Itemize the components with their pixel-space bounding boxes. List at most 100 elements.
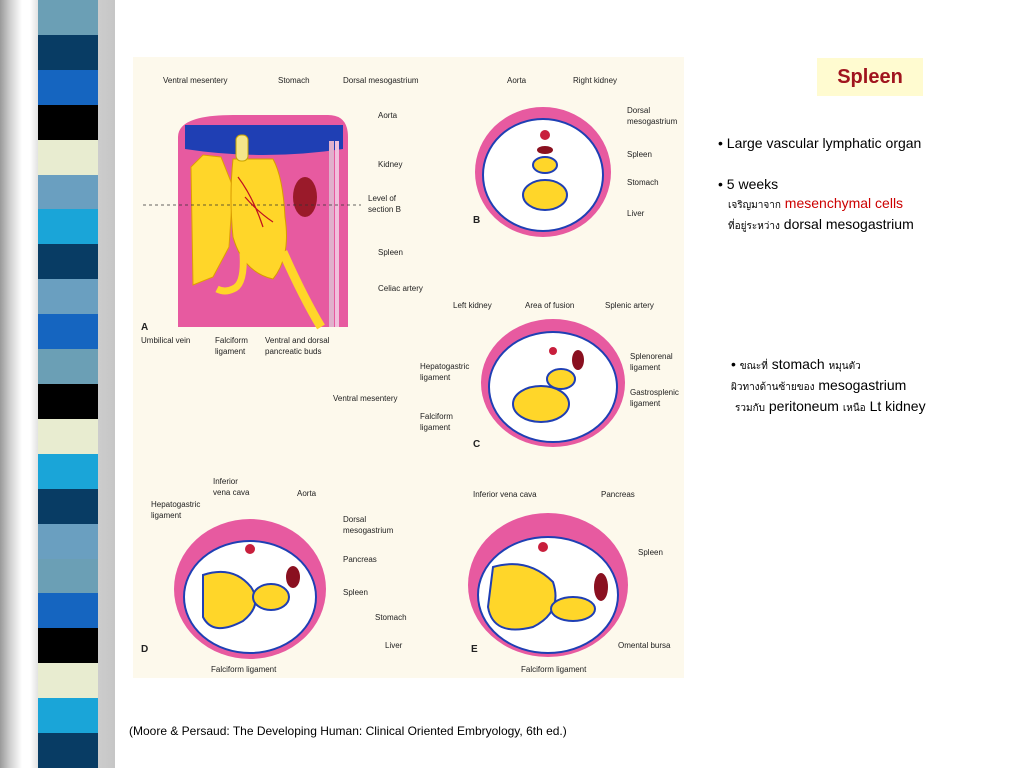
- label-kidney: Kidney: [378, 160, 402, 169]
- panel-a-letter: A: [141, 322, 148, 333]
- bullet-5-weeks-line2: เจริญมาจาก mesenchymal cells: [718, 194, 921, 215]
- slide-title: Spleen: [837, 65, 903, 88]
- bullet-stomach-line3: รวมกับ peritoneum เหนือ Lt kidney: [731, 397, 926, 418]
- label-c-hepatogastric: Hepatogastric: [420, 362, 469, 371]
- panel-e-letter: E: [471, 644, 478, 655]
- label-ventral-and-dorsal: Ventral and dorsal: [265, 336, 330, 345]
- decorative-square: [38, 698, 98, 734]
- slide-title-box: Spleen: [817, 58, 923, 96]
- label-c-falciform: Falciform: [420, 412, 453, 421]
- decorative-square: [38, 558, 98, 594]
- label-d-ligament: ligament: [151, 511, 182, 520]
- bullet-stomach-line1: • ขณะที่ stomach หมุนตัว: [731, 355, 926, 376]
- decorative-square: [38, 488, 98, 525]
- label-celiac-artery: Celiac artery: [378, 284, 423, 293]
- decorative-square: [38, 104, 98, 141]
- label-e-spleen: Spleen: [638, 548, 663, 557]
- bullet-dot: •: [731, 356, 736, 372]
- label-pancreatic-buds: pancreatic buds: [265, 347, 321, 356]
- label-b-right-kidney: Right kidney: [573, 76, 617, 85]
- mesenchymal-cells-text: mesenchymal cells: [784, 195, 904, 211]
- decorative-square: [38, 628, 98, 664]
- label-e-falciform-ligament: Falciform ligament: [521, 665, 587, 674]
- panel-d-letter: D: [141, 644, 148, 655]
- bullet-5-weeks: • 5 weeks: [718, 176, 779, 192]
- thai-above: เหนือ: [842, 403, 866, 414]
- label-d-spleen: Spleen: [343, 588, 368, 597]
- label-b-aorta: Aorta: [507, 76, 527, 85]
- label-level-of: Level of: [368, 194, 397, 203]
- mesogastrium-text: mesogastrium: [818, 377, 907, 393]
- label-e-omental-bursa: Omental bursa: [618, 641, 671, 650]
- label-d-dorsal: Dorsal: [343, 515, 366, 524]
- thai-derived-from: เจริญมาจาก: [728, 200, 781, 211]
- embryology-figure: A B C D E Ventral mesentery Stomach Dors…: [133, 57, 684, 678]
- panel-b-drawing: [475, 107, 611, 237]
- thai-fuses-with: รวมกับ: [735, 403, 765, 414]
- label-section-b: section B: [368, 205, 401, 214]
- decorative-square: [38, 733, 98, 768]
- label-b-spleen: Spleen: [627, 150, 652, 159]
- bullet-stomach-line2: ผิวทางด้านซ้ายของ mesogastrium: [731, 376, 926, 397]
- figure-drawing: A B C D E Ventral mesentery Stomach Dors…: [141, 76, 679, 674]
- peritoneum-text: peritoneum: [768, 398, 839, 414]
- label-aorta: Aorta: [378, 111, 398, 120]
- panel-a-drawing: [143, 115, 361, 330]
- label-c-ligament-1: ligament: [420, 373, 451, 382]
- panel-c-letter: C: [473, 439, 480, 450]
- panel-e-drawing: [468, 513, 628, 657]
- label-d-liver: Liver: [385, 641, 403, 650]
- panel-c-drawing: [481, 319, 625, 447]
- decorative-square: [38, 418, 98, 455]
- label-b-dorsal: Dorsal: [627, 106, 650, 115]
- decorative-square: [38, 453, 98, 490]
- label-c-ligament-3: ligament: [630, 363, 661, 372]
- bullet-large-vascular: • Large vascular lymphatic organ: [718, 135, 922, 151]
- label-d-inferior: Inferior: [213, 477, 238, 486]
- dorsal-mesogastrium-text: dorsal mesogastrium: [783, 216, 914, 232]
- label-d-vena-cava: vena cava: [213, 488, 250, 497]
- label-ventral-mesentery: Ventral mesentery: [163, 76, 227, 85]
- label-c-ligament-4: ligament: [630, 399, 661, 408]
- label-c-area-of-fusion: Area of fusion: [525, 301, 574, 310]
- label-d-aorta: Aorta: [297, 489, 317, 498]
- decorative-square: [38, 34, 98, 71]
- decorative-square: [38, 384, 98, 420]
- thai-while: ขณะที่: [739, 361, 768, 372]
- bullet-5-weeks-line3: ที่อยู่ระหว่าง dorsal mesogastrium: [718, 215, 921, 236]
- decorative-square: [38, 209, 98, 245]
- label-c-ventral-mesentery: Ventral mesentery: [333, 394, 397, 403]
- decorative-square: [38, 139, 98, 176]
- thai-located-between: ที่อยู่ระหว่าง: [728, 221, 780, 232]
- decorative-square: [38, 0, 98, 36]
- label-d-pancreas: Pancreas: [343, 555, 377, 564]
- stomach-text: stomach: [771, 356, 825, 372]
- decorative-square: [38, 593, 98, 629]
- figure-caption: (Moore & Persaud: The Developing Human: …: [129, 724, 567, 738]
- thai-left-surface-of: ผิวทางด้านซ้ายของ: [731, 382, 815, 393]
- label-c-left-kidney: Left kidney: [453, 301, 492, 310]
- label-d-hepatogastric: Hepatogastric: [151, 500, 200, 509]
- decorative-square: [38, 523, 98, 560]
- decorative-square: [38, 314, 98, 350]
- bullet-group-2: • ขณะที่ stomach หมุนตัว ผิวทางด้านซ้ายข…: [731, 355, 926, 418]
- label-umbilical-vein: Umbilical vein: [141, 336, 190, 345]
- label-d-mesogastrium: mesogastrium: [343, 526, 394, 535]
- decorative-square: [38, 174, 98, 210]
- lt-kidney-text: Lt kidney: [869, 398, 926, 414]
- label-falciform: Falciform: [215, 336, 248, 345]
- label-c-ligament-2: ligament: [420, 423, 451, 432]
- label-b-stomach: Stomach: [627, 178, 659, 187]
- thai-rotates: หมุนตัว: [828, 361, 861, 372]
- panel-b-letter: B: [473, 215, 480, 226]
- panel-d-drawing: [174, 519, 326, 659]
- label-d-stomach: Stomach: [375, 613, 407, 622]
- label-dorsal-mesogastrium: Dorsal mesogastrium: [343, 76, 419, 85]
- bullet-group-1: • Large vascular lymphatic organ • 5 wee…: [718, 134, 921, 236]
- label-d-falciform-ligament: Falciform ligament: [211, 665, 277, 674]
- decorative-square: [38, 244, 98, 280]
- decorative-square: [38, 279, 98, 315]
- label-spleen: Spleen: [378, 248, 403, 257]
- label-stomach: Stomach: [278, 76, 310, 85]
- decorative-square: [38, 69, 98, 106]
